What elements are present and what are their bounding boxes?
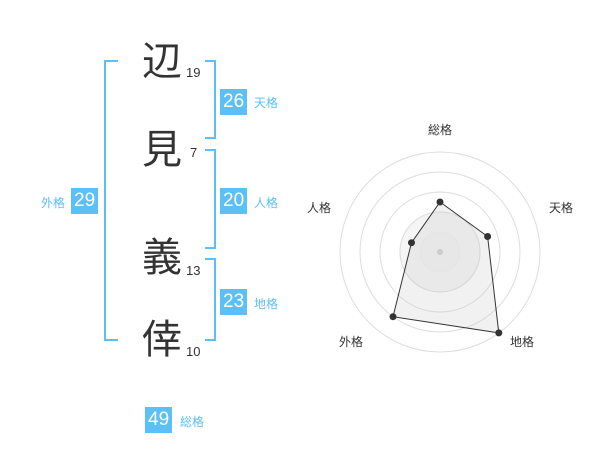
radar-point-0: [436, 198, 444, 206]
radar-axis-label-chikaku: 地格: [510, 335, 535, 349]
radar-polygon: [392, 201, 500, 334]
radar-ring-3: [379, 191, 501, 313]
tenkaku-badge: 26: [220, 89, 248, 115]
chikaku-label: 地格: [254, 297, 279, 311]
name-char-2: 見: [142, 127, 182, 173]
stroke-count-2: 7: [190, 145, 198, 160]
radar-ring-4: [359, 171, 521, 333]
gaikaku-bracket: [104, 60, 118, 341]
stroke-count-4: 10: [186, 344, 201, 359]
tenkaku-bracket: [205, 60, 216, 139]
soukaku-label: 総格: [180, 415, 205, 429]
radar-axis-label-jinkaku: 人格: [307, 201, 332, 215]
jinkaku-label: 人格: [254, 196, 279, 210]
jinkaku-badge: 20: [220, 188, 248, 214]
name-char-3: 義: [142, 235, 182, 281]
stroke-count-1: 19: [186, 65, 201, 80]
radar-center-dot: [437, 249, 443, 255]
radar-point-1: [484, 233, 492, 240]
tenkaku-label: 天格: [254, 96, 279, 110]
radar-axis-label-tenkaku: 天格: [549, 201, 574, 215]
radar-point-4: [408, 239, 415, 247]
name-char-4: 倖: [142, 317, 182, 363]
chikaku-bracket: [205, 258, 216, 341]
radar-axis-label-soukaku: 総格: [428, 123, 453, 137]
gaikaku-label: 外格: [41, 196, 66, 210]
jinkaku-bracket: [205, 149, 216, 249]
radar-point-3: [389, 313, 397, 321]
stroke-count-3: 13: [186, 263, 201, 278]
gaikaku-badge: 29: [71, 188, 99, 214]
soukaku-badge: 49: [145, 407, 173, 433]
chikaku-badge: 23: [220, 289, 248, 315]
radar-point-2: [495, 329, 503, 337]
name-char-1: 辺: [142, 39, 182, 85]
radar-axis-label-gaikaku: 外格: [339, 335, 364, 349]
